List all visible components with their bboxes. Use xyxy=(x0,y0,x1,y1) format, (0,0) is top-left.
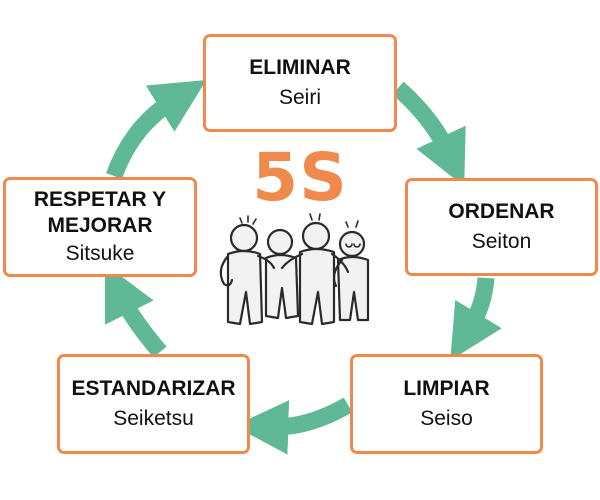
step-title: ELIMINAR xyxy=(249,55,351,79)
arrow-limpiar-to-estandarizar xyxy=(233,397,353,455)
step-ordenar: ORDENAR Seiton xyxy=(405,178,598,276)
sparkle-lines xyxy=(239,213,359,228)
step-title: ORDENAR xyxy=(448,199,555,223)
step-title: RESPETAR Y MEJORAR xyxy=(33,187,167,237)
arrow-respetar-to-eliminar xyxy=(106,79,207,179)
step-estandarizar: ESTANDARIZAR Seiketsu xyxy=(57,354,250,454)
step-subtitle: Seiketsu xyxy=(113,406,194,430)
group-of-people-illustration xyxy=(219,213,370,326)
arrow-estandarizar-to-respetar xyxy=(104,263,167,358)
person-figure xyxy=(332,230,370,322)
step-subtitle: Sitsuke xyxy=(65,241,135,265)
step-subtitle: Seiri xyxy=(278,85,321,109)
step-eliminar: ELIMINAR Seiri xyxy=(203,34,397,132)
step-limpiar: LIMPIAR Seiso xyxy=(350,354,543,454)
step-title: ESTANDARIZAR xyxy=(71,376,236,400)
step-subtitle: Seiso xyxy=(420,406,473,430)
person-figure xyxy=(280,221,350,326)
step-title: LIMPIAR xyxy=(403,376,490,400)
arrow-eliminar-to-ordenar xyxy=(392,81,466,187)
center-title-5s: 5S xyxy=(252,139,348,216)
person-figure xyxy=(219,223,276,326)
arrow-ordenar-to-limpiar xyxy=(450,277,502,361)
step-subtitle: Seiton xyxy=(471,229,532,253)
step-respetar-y-mejorar: RESPETAR Y MEJORAR Sitsuke xyxy=(3,177,197,277)
person-figure xyxy=(264,228,300,320)
